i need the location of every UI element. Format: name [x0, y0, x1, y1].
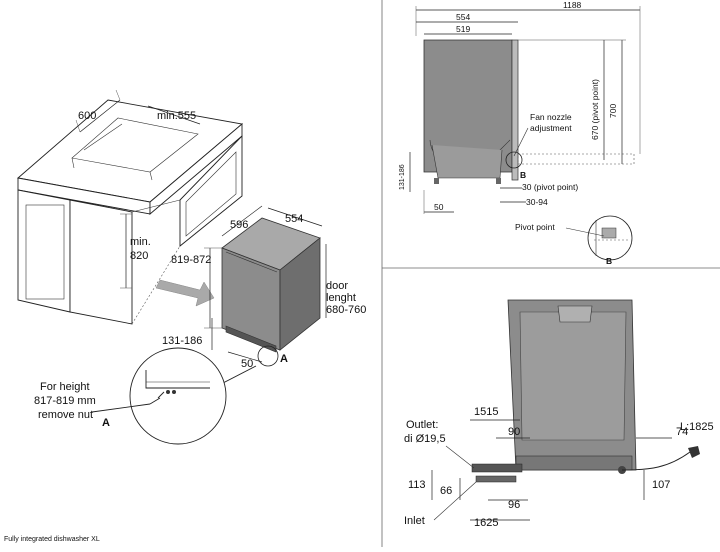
- side-plinth-50: 50: [434, 202, 444, 212]
- detail-a-circle: [257, 345, 279, 367]
- outlet-label-2: di Ø19,5: [404, 433, 446, 445]
- plinth-height: 131-186: [162, 335, 202, 347]
- cabinet-min-label: min.: [130, 236, 151, 248]
- dim-1625: 1625: [474, 517, 498, 529]
- side-plinth-height: 131-186: [399, 164, 406, 190]
- dishwasher-height: 819-872: [171, 254, 211, 266]
- detail-a: For height 817-819 mm remove nut A: [34, 347, 257, 445]
- detail-a-view: [129, 347, 227, 445]
- figure-caption: Fully integrated dishwasher XL: [4, 536, 100, 543]
- cabinet-width-label: 600: [78, 110, 96, 122]
- insert-arrow: [155, 279, 215, 307]
- detail-a-note-2: 817-819 mm: [34, 395, 96, 407]
- cabinet-min-height: 820: [130, 250, 148, 262]
- detail-a-label: A: [102, 417, 110, 429]
- dim-113: 113: [408, 479, 426, 491]
- detail-b: Pivot point B: [515, 215, 633, 266]
- pivot-30: 30 (pivot point): [522, 182, 578, 192]
- detail-a-marker: A: [280, 353, 288, 365]
- side-marker-b: B: [520, 170, 526, 180]
- plinth-depth: 50: [241, 358, 253, 370]
- dim-90: 90: [508, 426, 520, 438]
- cabinet-drawing: [16, 99, 244, 325]
- detail-a-note-1: For height: [40, 381, 90, 393]
- dim-74: 74: [676, 426, 688, 438]
- dim-1515: 1515: [474, 406, 498, 418]
- dishwasher-dimensions: 596 554 819-872 door lenght 680-760 131-…: [162, 205, 366, 370]
- depth-554: 554: [456, 12, 470, 22]
- inlet-label: Inlet: [404, 515, 425, 527]
- height-700: 700: [608, 104, 618, 118]
- cabinet-depth-label: min.555: [157, 110, 196, 122]
- outlet-label-1: Outlet:: [406, 419, 438, 431]
- rear-view: 1515 90 74 L:1825 113 66 96 107 1625 Out…: [404, 299, 714, 529]
- cabinet-dimensions: 600 min.555 min. 820: [75, 89, 201, 289]
- door-label-2: lenght: [326, 292, 356, 304]
- side-view: 1188 554 519 700 670 (pivot point) Fan n…: [399, 0, 641, 214]
- door-label-1: door: [326, 280, 348, 292]
- pivot-height: 670 (pivot point): [590, 79, 600, 140]
- pivot-circle: [505, 151, 523, 169]
- fan-nozzle-label-1: Fan nozzle: [530, 112, 572, 122]
- depth-519: 519: [456, 24, 470, 34]
- dishwasher-width: 554: [285, 213, 303, 225]
- dishwasher-depth: 596: [230, 219, 248, 231]
- door-length-range: 680-760: [326, 304, 366, 316]
- detail-b-label: B: [606, 256, 612, 266]
- dim-107: 107: [652, 479, 670, 491]
- range-30-94: 30-94: [526, 197, 548, 207]
- dim-96: 96: [508, 499, 520, 511]
- dishwasher-unit: [221, 217, 321, 353]
- fan-nozzle-label-2: adjustment: [530, 123, 572, 133]
- pivot-point-label: Pivot point: [515, 222, 555, 232]
- detail-a-note-3: remove nut: [38, 409, 93, 421]
- cable-length: L:1825: [680, 421, 714, 433]
- dim-66: 66: [440, 485, 452, 497]
- total-depth: 1188: [563, 0, 582, 10]
